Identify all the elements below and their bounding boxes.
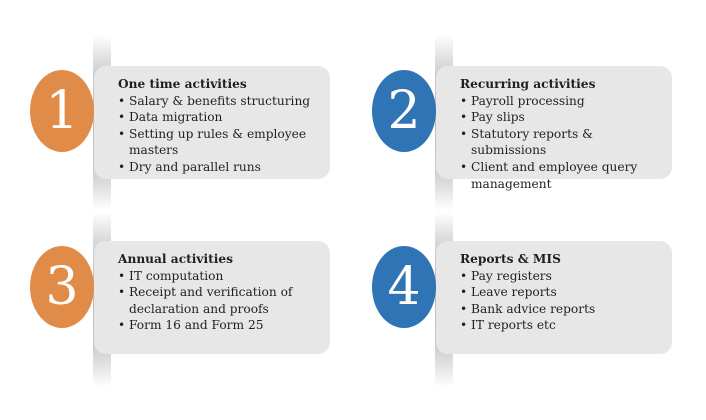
- list-item: Receipt and verification of declaration …: [118, 284, 320, 317]
- list-item: Salary & benefits structuring: [118, 93, 320, 110]
- block-title: Reports & MIS: [460, 252, 561, 266]
- list-item: IT computation: [118, 268, 320, 285]
- list-item: Pay slips: [460, 109, 662, 126]
- list-item: Statutory reports & submissions: [460, 126, 662, 159]
- block-2-panel: Recurring activities Payroll processing …: [436, 66, 672, 191]
- block-1-panel: One time activities Salary & benefits st…: [94, 66, 330, 179]
- block-list: Pay registers Leave reports Bank advice …: [460, 268, 662, 334]
- block-title: Annual activities: [118, 252, 233, 266]
- list-item: Client and employee query management: [460, 159, 662, 192]
- block-list: IT computation Receipt and verification …: [118, 268, 320, 334]
- block-list: Payroll processing Pay slips Statutory r…: [460, 93, 662, 193]
- list-item: Setting up rules & employee masters: [118, 126, 320, 159]
- block-title: Recurring activities: [460, 77, 596, 91]
- number-badge-1: 1: [30, 70, 94, 152]
- block-list: Salary & benefits structuring Data migra…: [118, 93, 320, 176]
- list-item: Pay registers: [460, 268, 662, 285]
- list-item: Bank advice reports: [460, 301, 662, 318]
- list-item: Payroll processing: [460, 93, 662, 110]
- number-badge-2: 2: [372, 70, 436, 152]
- number-badge-3: 3: [30, 246, 94, 328]
- block-title: One time activities: [118, 77, 247, 91]
- list-item: Data migration: [118, 109, 320, 126]
- block-3-panel: Annual activities IT computation Receipt…: [94, 241, 330, 354]
- list-item: IT reports etc: [460, 317, 662, 334]
- number-badge-4: 4: [372, 246, 436, 328]
- list-item: Dry and parallel runs: [118, 159, 320, 176]
- list-item: Form 16 and Form 25: [118, 317, 320, 334]
- block-4-panel: Reports & MIS Pay registers Leave report…: [436, 241, 672, 354]
- list-item: Leave reports: [460, 284, 662, 301]
